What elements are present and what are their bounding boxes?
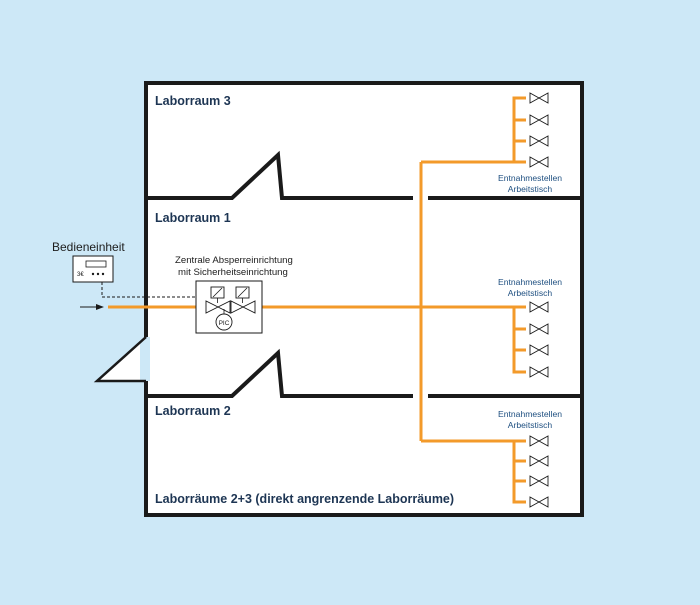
- outlet-valve-icon: [529, 455, 549, 467]
- pic-sensor-label: PIC: [219, 320, 230, 327]
- outlet-group-1-line1: Entnahmestellen: [498, 173, 562, 183]
- outlet-valve-icon: [529, 475, 549, 487]
- room-2-label: Laborraum 2: [155, 404, 231, 418]
- outlet-group-3-line1: Entnahmestellen: [498, 409, 562, 419]
- outlet-group-1-line2: Arbeitstisch: [508, 184, 553, 194]
- control-panel-icon: 3€: [72, 255, 114, 283]
- control-unit-label: Bedieneinheit: [52, 240, 125, 254]
- shutoff-label-line1: Zentrale Absperreinrichtung: [175, 255, 293, 266]
- outlet-valve-icon: [529, 301, 549, 313]
- outlet-group-2-line2: Arbeitstisch: [508, 288, 553, 298]
- outlet-group-3-line2: Arbeitstisch: [508, 420, 553, 430]
- signal-line: [101, 282, 196, 298]
- outlet-valve-icon: [529, 366, 549, 378]
- outlet-group-2-line1: Entnahmestellen: [498, 277, 562, 287]
- manifold-room2: [512, 439, 526, 504]
- outlet-valve-icon: [529, 92, 549, 104]
- outlet-valve-icon: [529, 156, 549, 168]
- outlet-valve-icon: [529, 496, 549, 508]
- outlet-valve-icon: [529, 435, 549, 447]
- outlet-valve-icon: [529, 114, 549, 126]
- room-3-label: Laborraum 3: [155, 94, 231, 108]
- svg-text:3€: 3€: [77, 272, 84, 278]
- rooms-2-3-label: Laborräume 2+3 (direkt angrenzende Labor…: [155, 492, 454, 506]
- wall-room1-room2: [146, 348, 413, 398]
- outlet-valves: [529, 92, 549, 508]
- outer-wall-left-top: [144, 81, 584, 517]
- wall-gap: [140, 337, 150, 381]
- walls: [93, 81, 584, 517]
- room-1-label: Laborraum 1: [155, 211, 231, 225]
- outlet-valve-icon: [529, 344, 549, 356]
- entrance-wedge-outline: [93, 336, 147, 383]
- wall-room3-room1: [146, 150, 413, 200]
- outlet-valve-icon: [529, 135, 549, 147]
- pipes: [108, 96, 526, 504]
- inlet-arrow-icon: [80, 304, 104, 310]
- shutoff-device: PIC: [195, 280, 263, 334]
- outlet-valve-icon: [529, 323, 549, 335]
- manifold-room1: [512, 305, 526, 374]
- shutoff-label-line2: mit Sicherheitseinrichtung: [178, 267, 288, 278]
- manifold-room3: [512, 96, 526, 164]
